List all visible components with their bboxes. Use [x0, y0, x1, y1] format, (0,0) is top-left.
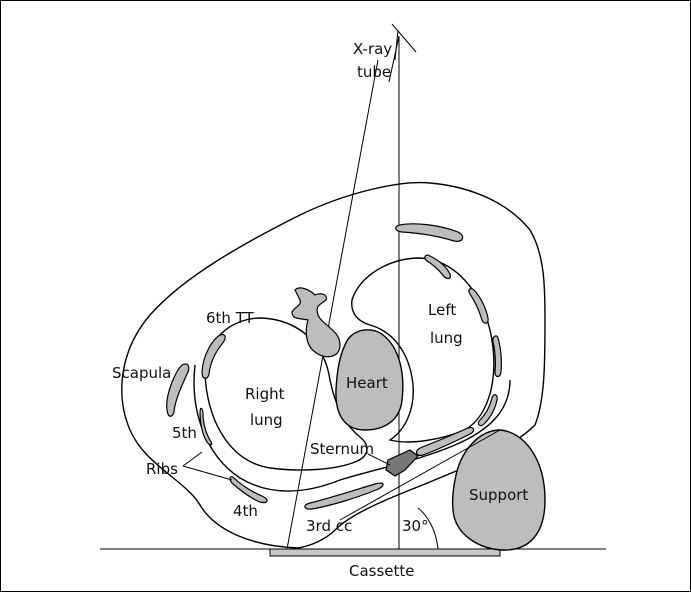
angle-arc [417, 507, 439, 550]
rib-upper-1 [395, 223, 464, 242]
right-lung-outline [204, 317, 368, 471]
label-xray-tube-1: X-ray [353, 40, 392, 58]
label-right-lung-2: lung [250, 411, 283, 429]
rib-upper-4 [492, 335, 502, 378]
label-ribs: Ribs [146, 460, 178, 478]
label-support: Support [469, 486, 528, 504]
label-3rd-cc: 3rd cc [306, 517, 352, 535]
label-left-lung-2: lung [430, 329, 463, 347]
rib-upper-5 [477, 394, 498, 427]
rib-lower-1 [415, 426, 475, 456]
xray-tube-symbol-stem [394, 29, 399, 61]
xray-tube-symbol [391, 23, 417, 53]
label-xray-tube-2: tube [357, 63, 391, 81]
label-sternum: Sternum [310, 440, 374, 458]
label-4th: 4th [233, 502, 258, 520]
support-block [451, 429, 546, 551]
sternum-pointer [367, 453, 391, 466]
rib-3rd-cc [304, 482, 384, 510]
ribs-pointer-upper [182, 451, 203, 467]
heart [335, 329, 404, 431]
oblique-beam-line [286, 59, 379, 550]
xray-tube-symbol-stem2 [388, 35, 400, 83]
sternum-bone [385, 449, 419, 477]
inner-chest-wall [193, 364, 511, 492]
rib-upper-3 [468, 288, 489, 324]
rib-4th [229, 476, 268, 504]
label-right-lung-1: Right [245, 385, 285, 403]
rib-5th [199, 407, 213, 446]
label-left-lung-1: Left [428, 301, 456, 319]
label-6th-tt: 6th TT [206, 309, 255, 327]
cassette-plate [269, 548, 501, 557]
label-heart: Heart [346, 374, 388, 392]
label-angle: 30° [402, 517, 429, 535]
ribs-pointer-lower [182, 465, 233, 481]
label-scapula: Scapula [112, 364, 171, 382]
vertebra [291, 287, 341, 358]
label-5th: 5th [172, 424, 197, 442]
body-outline [121, 181, 546, 549]
label-cassette: Cassette [349, 562, 415, 580]
rib-upper-2 [424, 254, 451, 280]
angle-line [339, 429, 501, 521]
rib-6th-tt [201, 333, 226, 379]
rib-scapula [166, 363, 190, 417]
